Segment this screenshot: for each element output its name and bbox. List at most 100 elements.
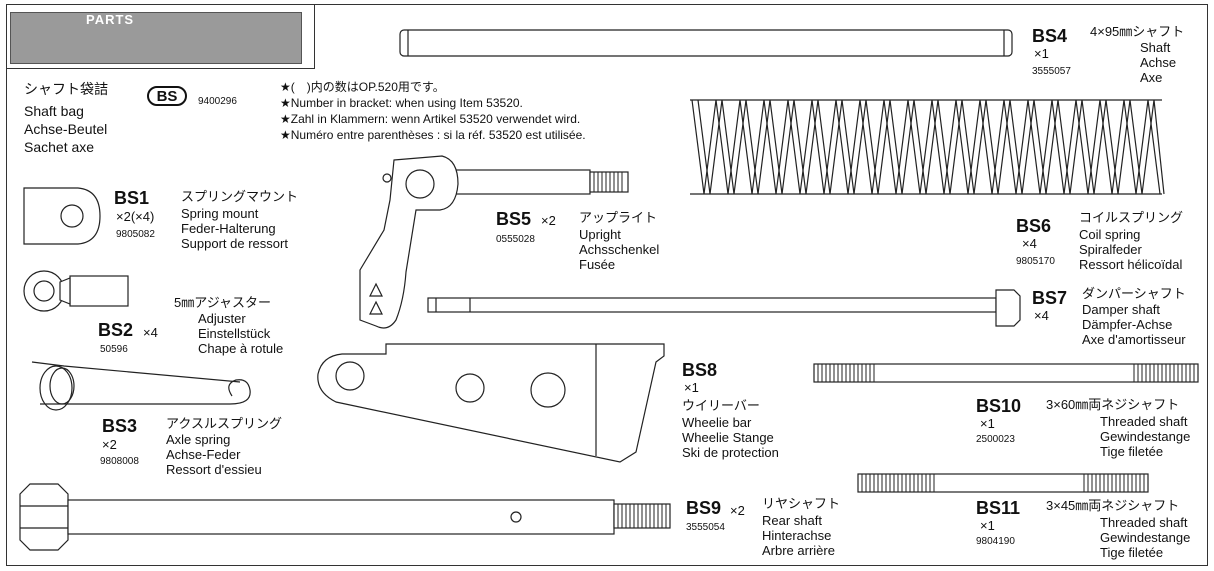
bs11-name-de: Gewindestange xyxy=(1100,530,1191,545)
bs4-name-jp: 4×95㎜シャフト xyxy=(1090,24,1185,39)
bag-label-jp: シャフト袋詰 xyxy=(24,81,108,97)
bs10-thread-hatching xyxy=(817,364,1195,382)
bs6-name-en: Coil spring xyxy=(1079,227,1141,242)
bs8-name-jp: ウイリーバー xyxy=(682,398,760,413)
bs5-quantity: ×2 xyxy=(541,213,556,228)
bs5-part-number: 0555028 xyxy=(496,234,535,245)
bs9-name-jp: リヤシャフト xyxy=(762,496,841,511)
bs5-upright-drawing xyxy=(359,155,629,329)
bs1-name-jp: スプリングマウント xyxy=(181,189,299,204)
bs6-name-fr: Ressort hélicoïdal xyxy=(1079,257,1183,272)
bs5-name-en: Upright xyxy=(579,227,621,242)
bs10-part-number: 2500023 xyxy=(976,434,1015,445)
bs3-code: BS3 xyxy=(102,416,138,436)
bs5-name-jp: アップライト xyxy=(579,210,658,225)
bs5-thread-hatching xyxy=(593,172,623,192)
bs9-name-en: Rear shaft xyxy=(762,513,822,528)
bs6-name-jp: コイルスプリング xyxy=(1079,210,1184,225)
bs5-code: BS5 xyxy=(496,209,532,229)
bs3-axle-spring-drawing xyxy=(31,361,251,411)
bs2-name-en: Adjuster xyxy=(198,311,246,326)
bag-part-number: 9400296 xyxy=(198,96,237,107)
bs10-name-de: Gewindestange xyxy=(1100,429,1191,444)
bs10-code: BS10 xyxy=(976,396,1022,416)
header-divider-horizontal xyxy=(6,68,315,69)
bs6-part-number: 9805170 xyxy=(1016,256,1055,267)
bs9-thread-hatching xyxy=(617,504,667,528)
bs11-part-number: 9804190 xyxy=(976,536,1015,547)
bs11-code: BS11 xyxy=(976,498,1021,518)
bs1-code: BS1 xyxy=(114,188,150,208)
bs10-quantity: ×1 xyxy=(980,416,995,431)
bs11-thread-hatching xyxy=(861,474,1145,492)
bs9-rear-shaft-drawing xyxy=(19,483,671,551)
bag-label-fr: Sachet axe xyxy=(24,139,95,155)
note-de: ★Zahl in Klammern: wenn Artikel 53520 ve… xyxy=(280,112,581,126)
bs4-part-number: 3555057 xyxy=(1032,66,1071,77)
bs4-name-fr: Axe xyxy=(1140,70,1163,85)
bs8-name-fr: Ski de protection xyxy=(682,445,779,460)
bs9-part-number: 3555054 xyxy=(686,522,725,533)
bs7-name-en: Damper shaft xyxy=(1082,302,1161,317)
bs2-quantity: ×4 xyxy=(143,325,158,340)
bs1-quantity: ×2(×4) xyxy=(116,209,155,224)
bs3-quantity: ×2 xyxy=(102,437,117,452)
bs9-code: BS9 xyxy=(686,498,722,518)
note-jp: ★( )内の数はOP.520用です。 xyxy=(280,80,445,94)
parts-frame xyxy=(6,4,1208,566)
bs7-name-de: Dämpfer-Achse xyxy=(1082,317,1173,332)
bs11-name-en: Threaded shaft xyxy=(1100,515,1188,530)
bs2-name-fr: Chape à rotule xyxy=(198,341,284,356)
page-title: PARTS xyxy=(86,12,135,27)
bs2-adjuster-drawing xyxy=(23,270,129,312)
bs4-quantity: ×1 xyxy=(1034,46,1049,61)
bs2-code: BS2 xyxy=(98,320,134,340)
bs4-name-de: Achse xyxy=(1140,55,1177,70)
header-divider-vertical xyxy=(314,4,315,69)
bs7-damper-shaft-drawing xyxy=(427,289,1021,327)
bs10-name-jp: 3×60㎜両ネジシャフト xyxy=(1046,397,1180,412)
bs6-coil-spring-drawing xyxy=(690,99,1165,195)
bag-badge: BS xyxy=(147,86,187,106)
title-banner xyxy=(10,12,302,64)
bs1-part-number: 9805082 xyxy=(116,229,155,240)
bs1-name-en: Spring mount xyxy=(181,206,259,221)
bs9-name-de: Hinterachse xyxy=(762,528,832,543)
bs6-quantity: ×4 xyxy=(1022,236,1037,251)
bs8-name-de: Wheelie Stange xyxy=(682,430,774,445)
bs11-quantity: ×1 xyxy=(980,518,995,533)
bs4-code: BS4 xyxy=(1032,26,1068,46)
bs10-threaded-shaft-drawing xyxy=(813,363,1199,383)
bs11-name-jp: 3×45㎜両ネジシャフト xyxy=(1046,498,1180,513)
bs7-quantity: ×4 xyxy=(1034,308,1049,323)
note-fr: ★Numéro entre parenthèses : si la réf. 5… xyxy=(280,128,586,142)
bs8-name-en: Wheelie bar xyxy=(682,415,752,430)
bs3-name-fr: Ressort d'essieu xyxy=(166,462,262,477)
bs7-name-fr: Axe d'amortisseur xyxy=(1082,332,1186,347)
bs2-name-de: Einstellstück xyxy=(198,326,271,341)
bs9-name-fr: Arbre arrière xyxy=(762,543,835,558)
bs2-part-number: 50596 xyxy=(100,344,128,355)
bs8-quantity: ×1 xyxy=(684,380,699,395)
bag-label-en: Shaft bag xyxy=(24,103,84,119)
bs1-name-fr: Support de ressort xyxy=(181,236,288,251)
bs10-name-fr: Tige filetée xyxy=(1100,444,1164,459)
bs4-name-en: Shaft xyxy=(1140,40,1171,55)
bs7-code: BS7 xyxy=(1032,288,1068,308)
bs6-name-de: Spiralfeder xyxy=(1079,242,1142,257)
bs1-name-de: Feder-Halterung xyxy=(181,221,276,236)
bs9-quantity: ×2 xyxy=(730,503,745,518)
bs7-name-jp: ダンパーシャフト xyxy=(1082,286,1186,301)
bs8-code: BS8 xyxy=(682,360,718,380)
bs6-code: BS6 xyxy=(1016,216,1052,236)
bs1-spring-mount-drawing xyxy=(23,187,101,245)
bs2-name-jp: 5㎜アジャスター xyxy=(174,295,272,310)
bs3-part-number: 9808008 xyxy=(100,456,139,467)
bs5-name-de: Achsschenkel xyxy=(579,242,660,257)
bs3-name-jp: アクスルスプリング xyxy=(166,416,282,431)
bs3-name-en: Axle spring xyxy=(166,432,231,447)
bag-label-de: Achse-Beutel xyxy=(24,121,108,137)
bs10-name-en: Threaded shaft xyxy=(1100,414,1188,429)
bs4-shaft-drawing xyxy=(399,29,1013,57)
